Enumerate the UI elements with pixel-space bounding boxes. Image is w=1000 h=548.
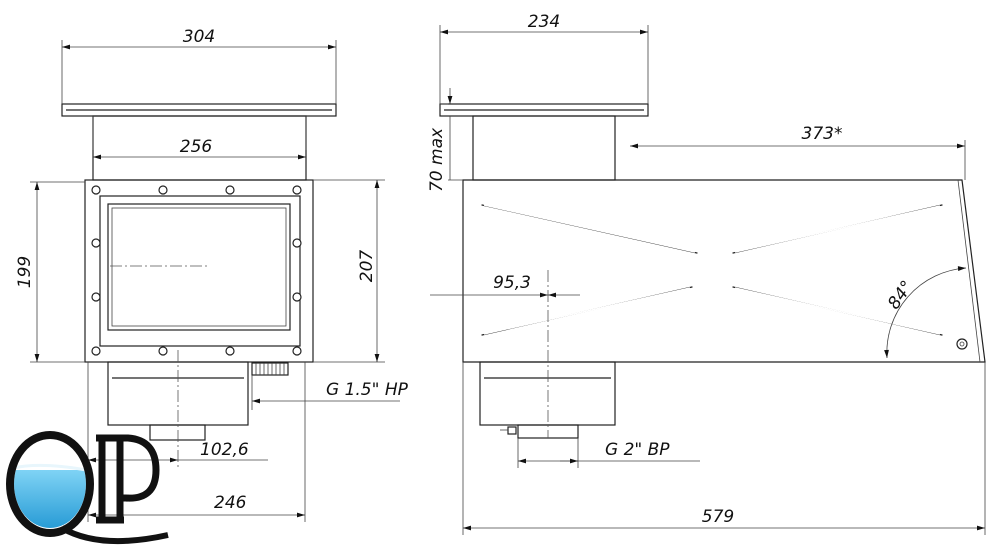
side-view: 234 70 max 373* 95,3 84° G 2" BP 579	[427, 12, 986, 535]
dim-102-6: 102,6	[200, 440, 249, 460]
thread-label-front: G 1.5" HP	[326, 380, 409, 400]
dim-256: 256	[180, 137, 213, 157]
dim-95-3: 95,3	[493, 273, 531, 293]
dim-579: 579	[702, 507, 734, 527]
thread-label-side: G 2" BP	[605, 440, 670, 460]
front-view: 304 256 199 207 G 1.5" HP 102,6 246	[15, 27, 409, 522]
angle-84: 84°	[884, 277, 918, 313]
dim-246: 246	[214, 493, 247, 513]
dim-207: 207	[357, 250, 377, 283]
qp-logo	[6, 431, 169, 545]
dim-234: 234	[528, 12, 560, 32]
bolts	[91, 185, 302, 356]
dim-199: 199	[15, 256, 35, 288]
dim-373: 373*	[802, 124, 843, 144]
dim-70-max: 70 max	[427, 127, 447, 192]
dim-304: 304	[183, 27, 215, 47]
diagonal-rods	[481, 204, 943, 336]
